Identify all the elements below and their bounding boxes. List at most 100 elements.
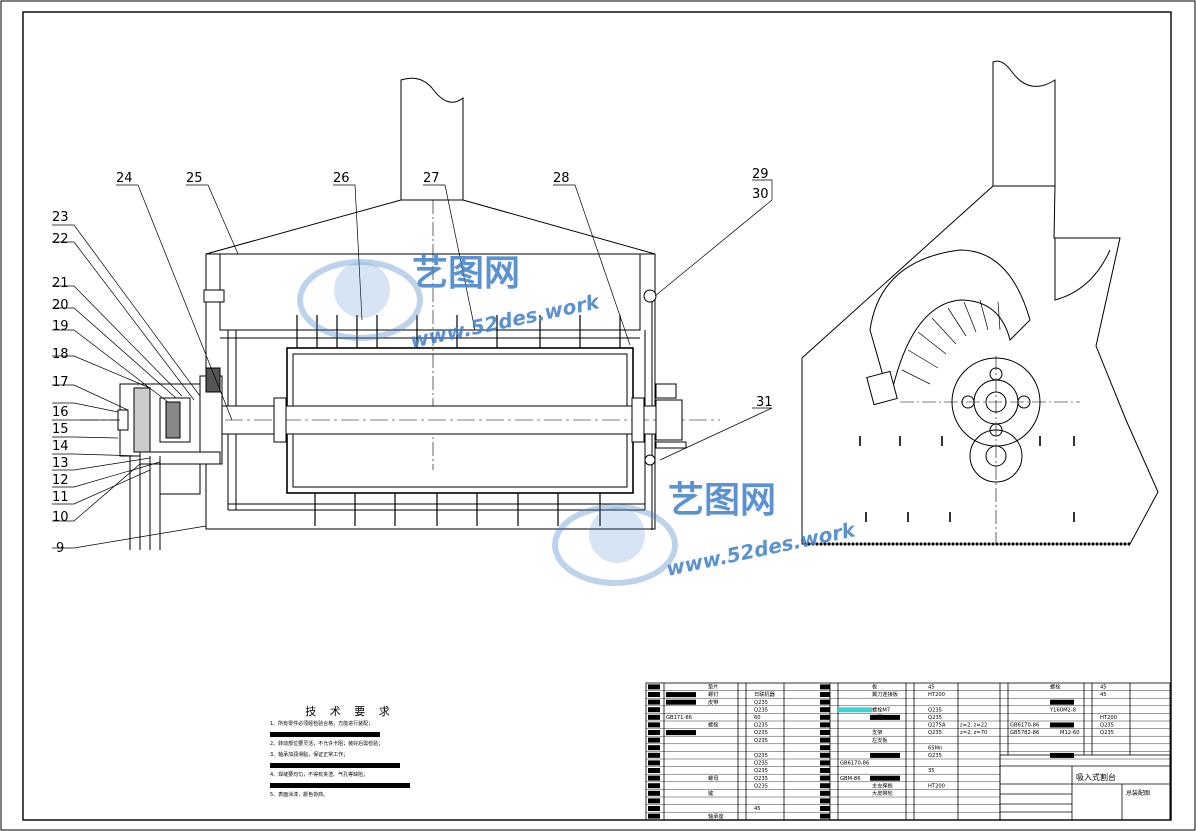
bom-col3-material: HT200 — [928, 783, 945, 789]
bom-col1-material: Q235 — [754, 776, 768, 782]
callout-30: 30 — [752, 187, 769, 202]
bom-col1-material: 60 — [754, 715, 761, 721]
suction-duct — [400, 77, 464, 201]
bom-col3-name: 大皮带轮 — [872, 789, 893, 797]
tech-line-1: 1、所有零件必须经检验合格，方能进行装配； — [270, 721, 374, 727]
redaction-bar — [820, 798, 830, 804]
bom-col3-material: HT200 — [928, 692, 945, 698]
bom-col3-material: 65Mn — [928, 745, 942, 751]
bom-col3-name: 板 — [872, 683, 878, 691]
bom-col3-name: 主支撑板 — [872, 781, 894, 789]
redaction-bar — [648, 707, 660, 713]
bom-col3-material: Q235 — [928, 707, 942, 713]
callout-13: 13 — [52, 456, 69, 471]
bom-col3-material: Q235 — [928, 730, 942, 736]
redaction-bar — [820, 730, 830, 735]
callout-21: 21 — [52, 276, 69, 291]
bom-col4-material: Q235 — [1100, 730, 1114, 736]
bom-col3-note: z=2, z=22 — [960, 723, 987, 729]
watermark-brand-1: 艺图网 — [412, 253, 520, 294]
bom-col3-name: 左支板 — [872, 736, 888, 744]
bom-col3-name: 螺栓M7 — [872, 705, 890, 713]
bom-col1-material: Q235 — [754, 707, 768, 713]
bom-col3-name: 翼刀连接板 — [872, 690, 899, 698]
bom-col2-name: GB6170-86 — [840, 761, 869, 767]
callout-25: 25 — [186, 171, 203, 186]
redaction-bar — [1050, 722, 1074, 728]
bom-col1-material: Q235 — [754, 753, 768, 759]
callout-10: 10 — [52, 510, 69, 525]
redaction-bar — [820, 745, 830, 751]
callout-labels: 9 10 11 12 13 14 15 16 17 18 19 20 21 22… — [52, 167, 773, 556]
redaction-bar — [648, 737, 660, 743]
leader-lines — [52, 179, 773, 549]
bom-col1-material: 日联机器 — [754, 690, 776, 698]
redaction-bar — [270, 783, 410, 788]
bom-col1-material: Q235 — [754, 723, 768, 729]
redaction-bar — [648, 745, 660, 751]
callout-17: 17 — [52, 375, 69, 390]
redaction-bar — [666, 692, 696, 698]
bom-col3-name: 支架 — [872, 728, 882, 736]
callout-19: 19 — [52, 319, 69, 334]
redaction-bar — [1050, 752, 1074, 758]
callout-20: 20 — [52, 298, 69, 313]
redaction-bar — [820, 775, 830, 781]
callout-31: 31 — [756, 395, 773, 410]
tech-requirements-title: 技 术 要 求 — [305, 705, 395, 718]
bom-col3-material: Q235 — [928, 715, 942, 721]
redaction-bar — [648, 775, 660, 781]
callout-24: 24 — [116, 171, 133, 186]
callout-28: 28 — [553, 171, 570, 186]
redaction-bar — [870, 714, 900, 720]
bom-col4-material: 45 — [1100, 692, 1107, 698]
bom-col2-name: GBM-86 — [840, 776, 861, 782]
bom-col1-name: 螺母 — [708, 774, 718, 782]
redaction-bar — [648, 722, 660, 728]
tech-line-2: 2、转动部位要灵活，不允许卡阻；装好后需检验； — [270, 741, 384, 747]
bom-col4-standard: GB6170-86 — [1010, 723, 1039, 729]
redaction-bar — [1050, 699, 1074, 705]
bom-col1-standard: GB171-86 — [666, 715, 692, 721]
front-view — [80, 77, 720, 550]
callout-14: 14 — [52, 439, 69, 454]
technical-requirements: 技 术 要 求 1、所有零件必须经检验合格，方能进行装配； 2、转动部位要灵活，… — [270, 706, 430, 801]
tech-line-3: 3、轴承加润滑脂，保证正常工作； — [270, 752, 349, 758]
bom-col3-material: 45 — [928, 685, 935, 691]
redaction-bar — [820, 692, 830, 697]
callout-27: 27 — [423, 171, 440, 186]
bom-col1-material: Q235 — [754, 768, 768, 774]
title-drawing-name: 吸入式割台 — [1076, 772, 1116, 782]
watermark-url-2: www.52des.work — [664, 517, 859, 581]
redaction-bar — [820, 737, 830, 743]
bom-col1-material: Q235 — [754, 738, 768, 744]
hood — [205, 199, 656, 255]
bom-col4-name: 螺栓 — [1050, 683, 1061, 691]
side-duct — [992, 60, 1056, 187]
redaction-bar — [820, 722, 830, 728]
redaction-bar — [820, 684, 830, 690]
callout-23: 23 — [52, 210, 69, 225]
redaction-bar — [666, 699, 696, 705]
redaction-bar — [820, 699, 830, 705]
redaction-bar — [648, 714, 660, 720]
callout-18: 18 — [52, 347, 69, 362]
bom-rows: 垫片螺钉皮带螺栓螺母键轴承座GB171-86GB5786-86日联机器Q235Q… — [646, 683, 1170, 820]
bom-col4-spec: M12-60 — [1060, 730, 1080, 736]
redaction-bar — [820, 707, 830, 713]
redaction-bar — [666, 730, 696, 736]
redaction-bar — [648, 692, 660, 697]
redaction-bar — [270, 732, 380, 737]
bom-col4-material: Q235 — [1100, 723, 1114, 729]
title-drawing-type: 总装配图 — [1126, 789, 1150, 797]
redaction-bar — [648, 798, 660, 804]
inner-border — [22, 11, 1172, 821]
bom-col3-material: Q235 — [928, 753, 942, 759]
redaction-bar — [870, 775, 900, 781]
redaction-bar — [820, 813, 830, 819]
redaction-bar — [820, 760, 830, 766]
watermark-brand-2: 艺图网 — [668, 480, 776, 521]
bom-col4-material: HT200 — [1100, 715, 1117, 721]
tech-line-4: 4、焊缝要均匀，不得有夹渣、气孔等缺陷； — [270, 772, 369, 778]
